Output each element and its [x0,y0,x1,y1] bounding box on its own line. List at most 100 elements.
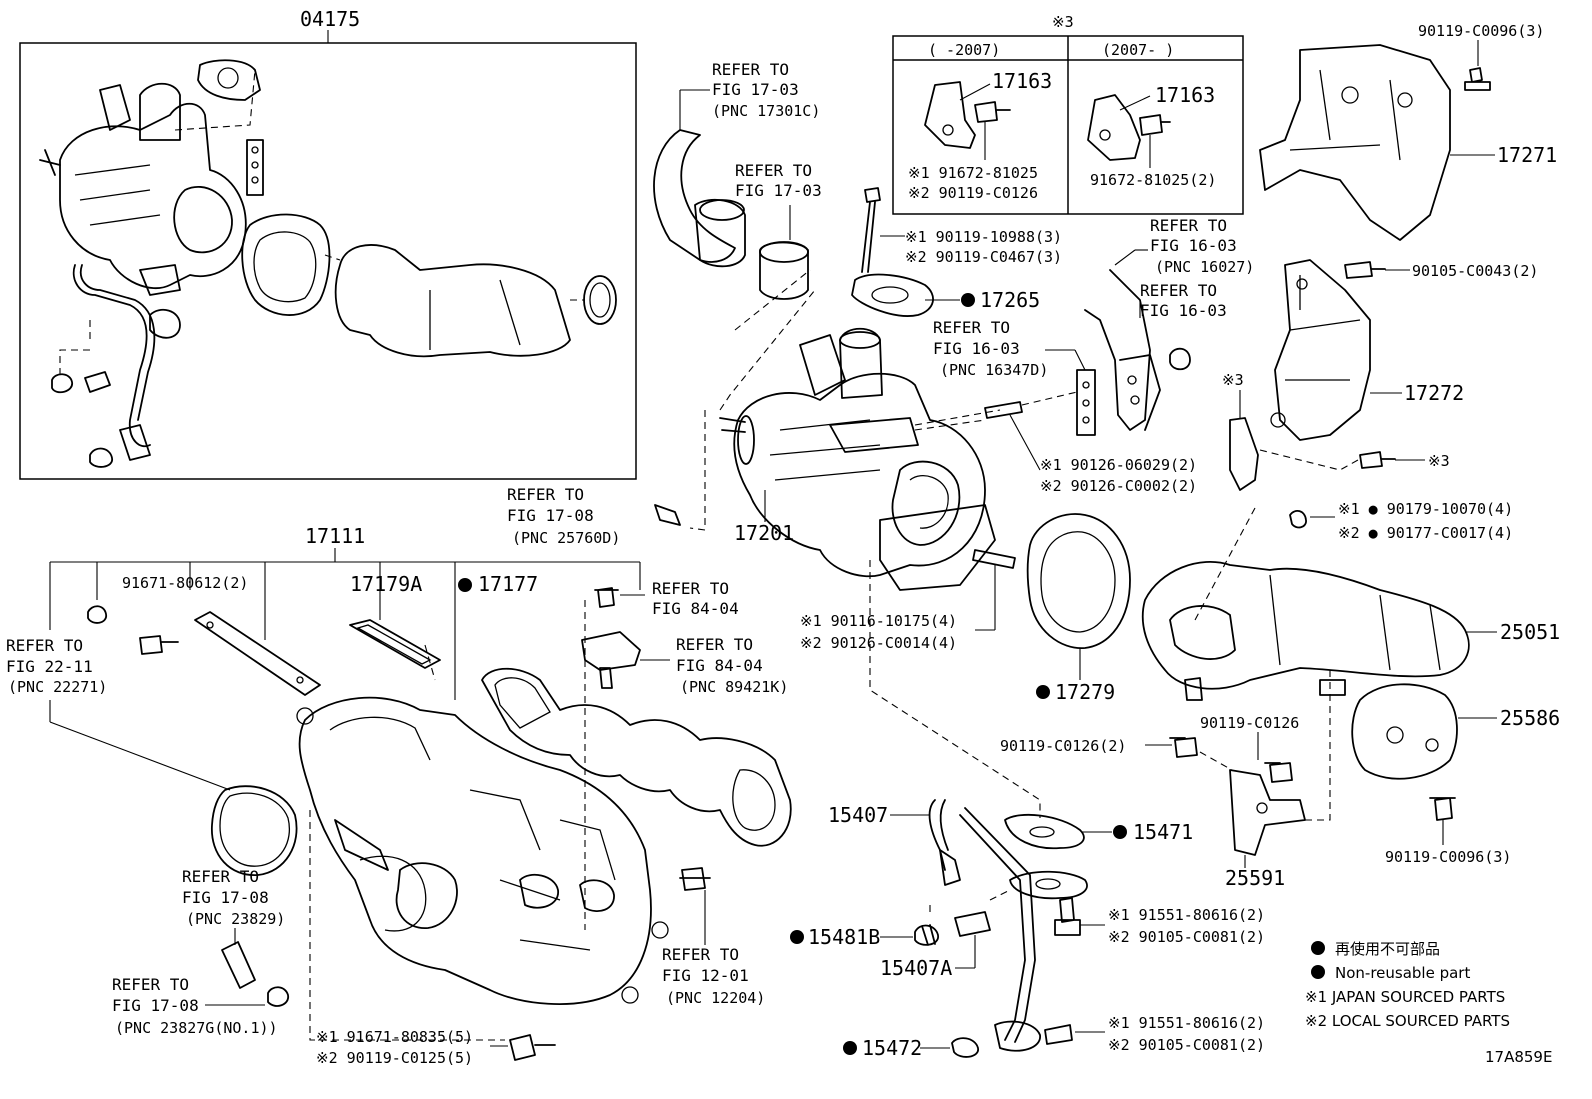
part-90105-c0043[interactable]: 90105-C0043(2) [1412,262,1538,280]
ref-label[interactable]: FIG 17-03 [735,181,822,200]
bolt-note[interactable]: ※2 90119-C0467(3) [905,248,1062,266]
part-17111[interactable]: 17111 [305,524,365,548]
part-15407a[interactable]: 15407A [880,956,952,980]
part-15471[interactable]: 15471 [1133,820,1193,844]
non-reusable-mark [1036,685,1050,699]
stud-note[interactable]: ※2 90126-C0014(4) [800,634,957,652]
bolt-note[interactable]: ※2 90105-C0081(2) [1108,1036,1265,1054]
non-reusable-mark [1311,941,1325,955]
turbocharger-17201: 17201 [689,327,996,591]
ref-label[interactable]: (PNC 89421K) [680,678,788,696]
part-90119-c0126-2[interactable]: 90119-C0126(2) [1000,737,1126,755]
ref-label[interactable]: (PNC 12204) [666,989,765,1007]
part-17163b[interactable]: 17163 [1155,83,1215,107]
part-91671-80612[interactable]: 91671-80612(2) [122,574,248,592]
bracket-group-16-03: REFER TO FIG 16-03 (PNC 16027) REFER TO … [914,216,1254,495]
part-90119-c0126[interactable]: 90119-C0126 [1200,714,1299,732]
box3-note[interactable]: ※1 91672-81025 [908,164,1038,182]
ref-label[interactable]: REFER TO [6,636,83,655]
nut-note[interactable]: ※1 ● 90179-10070(4) [1338,500,1513,518]
part-17201[interactable]: 17201 [734,521,794,545]
non-reusable-mark [790,930,804,944]
bolt-note[interactable]: ※1 91671-80835(5) [316,1028,473,1046]
ref-label[interactable]: REFER TO [662,945,739,964]
ref-label[interactable]: (PNC 23829) [186,910,285,928]
stud-note[interactable]: ※1 90126-06029(2) [1040,456,1197,474]
part-17179a[interactable]: 17179A [350,572,422,596]
stud-note[interactable]: ※2 90126-C0002(2) [1040,477,1197,495]
part-25586[interactable]: 25586 [1500,706,1560,730]
ref-label[interactable]: FIG 16-03 [1150,236,1237,255]
ref-label[interactable]: REFER TO [507,485,584,504]
part-17265[interactable]: 17265 [980,288,1040,312]
part-15407[interactable]: 15407 [828,803,888,827]
ref-label[interactable]: FIG 84-04 [652,599,739,618]
ref-label[interactable]: (PNC 23827G(NO.1)) [115,1019,278,1037]
figure-code: 17A859E [1485,1048,1552,1066]
box3-left-header: ( -2007) [928,41,1000,59]
label-04175[interactable]: 04175 [300,7,360,31]
part-15472[interactable]: 15472 [862,1036,922,1060]
gasket-17279-group: 17279 ※1 90116-10175(4) ※2 90126-C0014(4… [800,513,1131,704]
non-reusable-mark [458,578,472,592]
part-17271[interactable]: 17271 [1497,143,1557,167]
part-25051[interactable]: 25051 [1500,620,1560,644]
part-17272[interactable]: 17272 [1404,381,1464,405]
heat-insulator-group: 90119-C0096(3) 17271 90105-C0043(2) 1727… [1222,22,1557,491]
ref-label[interactable]: FIG 12-01 [662,966,749,985]
turbocharger-sketch-small [39,82,247,290]
box3-note[interactable]: ※2 90119-C0126 [908,184,1038,202]
ref-label[interactable]: REFER TO [112,975,189,994]
part-17163a[interactable]: 17163 [992,69,1052,93]
legend-note-2: ※2 LOCAL SOURCED PARTS [1305,1012,1510,1030]
ref-label[interactable]: REFER TO [735,161,812,180]
non-reusable-mark [1113,825,1127,839]
ref-label[interactable]: REFER TO [1140,281,1217,300]
ref-label[interactable]: REFER TO [676,635,753,654]
ref-label[interactable]: (PNC 25760D) [512,529,620,547]
part-15481b[interactable]: 15481B [808,925,880,949]
note-3-right[interactable]: ※3 [1428,452,1450,470]
bolt-note[interactable]: ※2 90105-C0081(2) [1108,928,1265,946]
non-reusable-mark [1311,965,1325,979]
part-90119-c0096-top[interactable]: 90119-C0096(3) [1418,22,1544,40]
ref-label[interactable]: REFER TO [182,867,259,886]
bolt-note[interactable]: ※2 90119-C0125(5) [316,1049,473,1067]
ref-label[interactable]: FIG 16-03 [933,339,1020,358]
stud-note[interactable]: ※1 90116-10175(4) [800,612,957,630]
ref-label[interactable]: FIG 17-08 [112,996,199,1015]
part-17177[interactable]: 17177 [478,572,538,596]
ref-label[interactable]: FIG 84-04 [676,656,763,675]
non-reusable-mark [843,1041,857,1055]
legend: 再使用不可部品 Non-reusable part ※1 JAPAN SOURC… [1305,940,1552,1066]
part-91672-81025-2[interactable]: 91672-81025(2) [1090,171,1216,189]
ref-label[interactable]: (PNC 16027) [1155,258,1254,276]
catalyst-group: 25051 ※1 ● 90179-10070(4) ※2 ● 90177-C00… [1141,500,1560,701]
ref-label[interactable]: REFER TO [1150,216,1227,235]
note-3-mid[interactable]: ※3 [1222,371,1244,389]
oil-pipe-group: 15407 15471 15481B 15407A ※1 91551-80616… [790,560,1265,1060]
ref-label[interactable]: (PNC 22271) [8,678,107,696]
bolt-note[interactable]: ※1 91551-80616(2) [1108,906,1265,924]
ref-label[interactable]: FIG 17-03 [712,80,799,99]
insulator-25586-group: 25586 90119-C0096(3) [1351,683,1560,866]
part-90119-c0096-bot[interactable]: 90119-C0096(3) [1385,848,1511,866]
nut-note[interactable]: ※2 ● 90177-C0017(4) [1338,524,1513,542]
ref-label[interactable]: (PNC 16347D) [940,361,1048,379]
ref-label[interactable]: FIG 22-11 [6,657,93,676]
ref-label[interactable]: FIG 16-03 [1140,301,1227,320]
intake-pipe-group: REFER TO FIG 17-03 (PNC 17301C) REFER TO… [653,60,822,411]
legend-jp: 再使用不可部品 [1335,940,1440,958]
ref-label[interactable]: REFER TO [652,579,729,598]
ref-label[interactable]: (PNC 17301C) [712,102,820,120]
part-17279[interactable]: 17279 [1055,680,1115,704]
ref-17-08-group: REFER TO FIG 17-08 (PNC 25760D) [507,485,681,547]
part-25591[interactable]: 25591 [1225,866,1285,890]
ref-label[interactable]: REFER TO [933,318,1010,337]
ref-label[interactable]: FIG 17-08 [507,506,594,525]
bolt-note[interactable]: ※1 90119-10988(3) [905,228,1062,246]
ref-label[interactable]: REFER TO [712,60,789,79]
bolt-note[interactable]: ※1 91551-80616(2) [1108,1014,1265,1032]
ref-label[interactable]: FIG 17-08 [182,888,269,907]
